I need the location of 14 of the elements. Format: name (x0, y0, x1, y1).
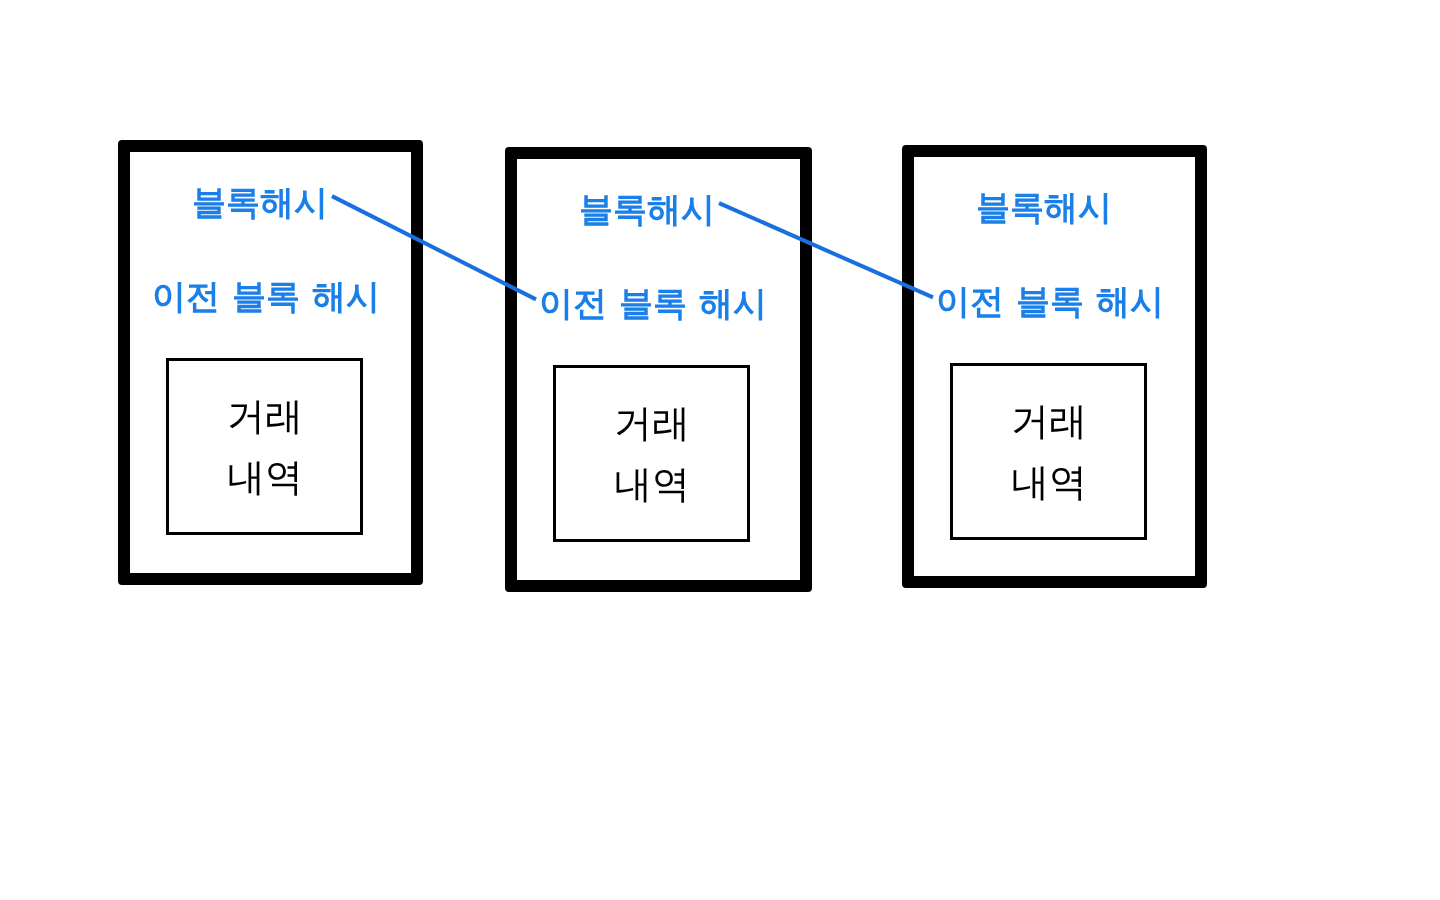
hash-label: 이전 블록 해시 (936, 279, 1164, 325)
transaction-box: 거래 내역 (166, 358, 363, 535)
connector-line (331, 194, 537, 302)
hash-label: 블록해시 (192, 180, 328, 226)
hash-label: 이전 블록 해시 (152, 274, 380, 320)
hash-label: 블록해시 (579, 187, 715, 233)
block-box (505, 147, 812, 592)
block-box (902, 145, 1207, 588)
transaction-box: 거래 내역 (553, 365, 750, 542)
hash-label: 블록해시 (976, 185, 1112, 231)
connector-line (718, 201, 934, 300)
transaction-box: 거래 내역 (950, 363, 1147, 540)
hash-label: 이전 블록 해시 (539, 281, 767, 327)
block-box (118, 140, 423, 585)
